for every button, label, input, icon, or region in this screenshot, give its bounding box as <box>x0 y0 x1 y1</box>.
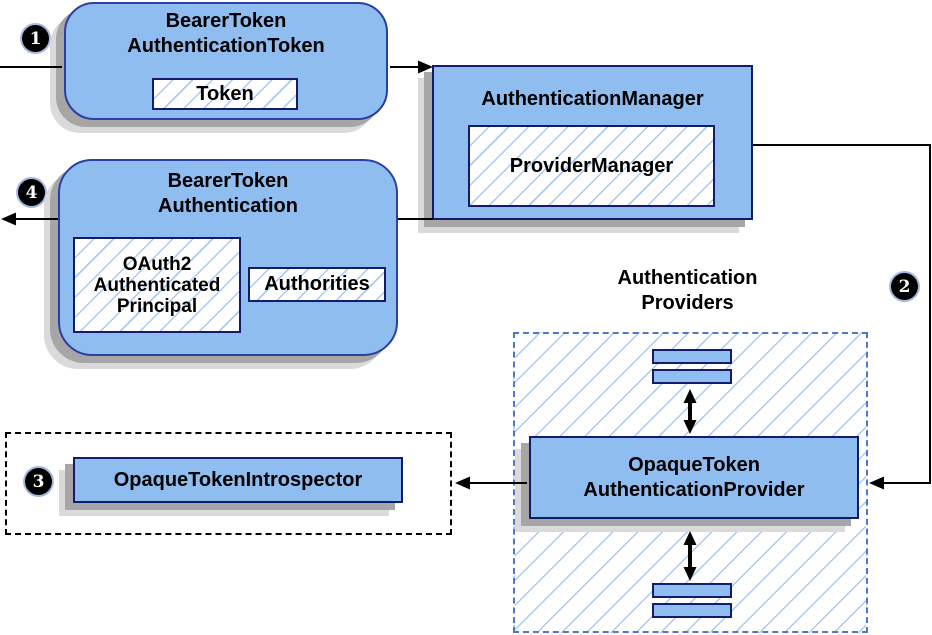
authentication-providers-container: OpaqueToken AuthenticationProvider <box>513 332 868 633</box>
step-3-number: 3 <box>32 471 45 492</box>
step-1-number: 1 <box>29 28 42 49</box>
step-2-number: 2 <box>898 276 911 297</box>
provider-slot-bar <box>652 349 732 364</box>
opaque-token-authentication-provider-box: OpaqueToken AuthenticationProvider <box>529 436 859 519</box>
provider-manager-box: ProviderManager <box>468 125 715 207</box>
left-arrowhead-icon <box>869 476 884 490</box>
step-4-badge: 4 <box>18 179 45 206</box>
right-arrowhead-icon <box>418 60 433 74</box>
provider-manager-label: ProviderManager <box>509 154 674 177</box>
step-3-badge: 3 <box>25 468 52 495</box>
provider-slot-bar <box>652 603 732 618</box>
bearer-token-authentication-title: BearerToken Authentication <box>158 170 298 217</box>
opaque-token-introspector-label: OpaqueTokenIntrospector <box>113 468 363 491</box>
authentication-manager-box: AuthenticationManager ProviderManager <box>432 65 753 220</box>
opaque-token-introspector-box: OpaqueTokenIntrospector <box>73 457 403 503</box>
step-2-badge: 2 <box>891 273 918 300</box>
oauth2-authenticated-principal-box: OAuth2 Authenticated Principal <box>73 237 241 333</box>
token-box: Token <box>152 78 298 110</box>
provider-slot-bar <box>652 369 732 384</box>
authorities-box: Authorities <box>248 267 386 302</box>
left-arrowhead-icon <box>455 476 470 490</box>
authentication-out-arrow <box>1 212 58 226</box>
left-arrowhead-icon <box>1 212 16 226</box>
opaque-token-introspector-container: OpaqueTokenIntrospector <box>5 432 452 535</box>
authorities-label: Authorities <box>264 273 370 295</box>
bearer-token-authentication-token-box: BearerToken AuthenticationToken Token <box>64 2 388 120</box>
authentication-providers-label: Authentication Providers <box>617 267 758 314</box>
token-label: Token <box>196 82 254 105</box>
authentication-manager-title: AuthenticationManager <box>481 88 704 110</box>
step-4-number: 4 <box>25 182 38 203</box>
bearer-token-authentication-token-title: BearerToken AuthenticationToken <box>127 10 325 57</box>
bearer-token-authentication-box: BearerToken Authentication OAuth2 Authen… <box>58 159 398 356</box>
provider-slot-bar <box>652 583 732 598</box>
step-1-badge: 1 <box>22 25 49 52</box>
token-to-manager-arrow <box>390 60 433 74</box>
